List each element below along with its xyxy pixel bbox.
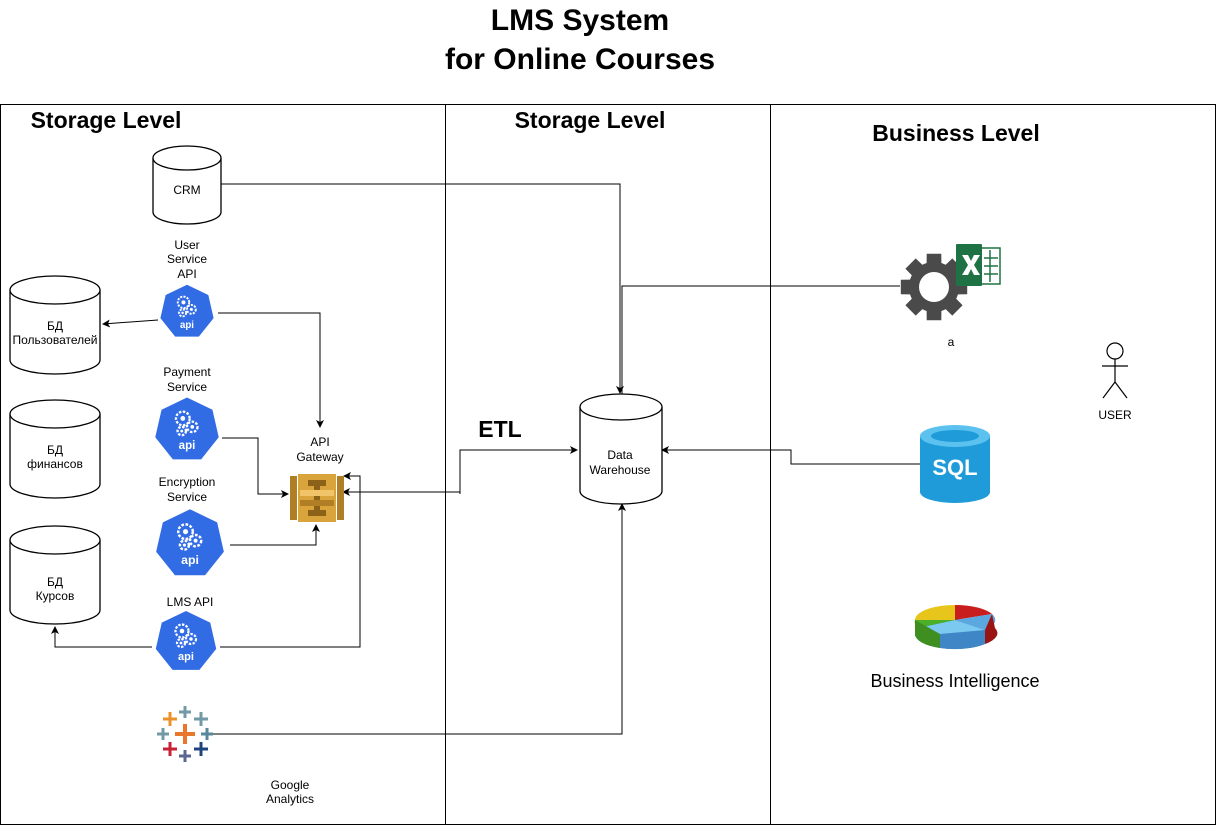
encryption-service-label-1: Encryption (159, 475, 216, 489)
lms-api-icon[interactable]: api (152, 608, 220, 673)
tableau-icon[interactable] (157, 706, 213, 762)
lane-title-storage-left: Storage Level (31, 107, 182, 133)
user-service-label-1: User (174, 238, 199, 252)
db-courses[interactable]: БД Курсов (9, 525, 101, 625)
lane-title-business: Business Level (872, 120, 1039, 146)
tableau-cross-bottom-right (194, 742, 208, 756)
api-badge-text: api (180, 320, 194, 331)
db-users-label-2: Пользователей (13, 333, 98, 347)
diagram-title-line1: LMS System (491, 4, 669, 37)
tableau-cross-top-left (163, 712, 177, 726)
edge-analytics-to-warehouse (210, 503, 626, 735)
payment-service-api-icon[interactable]: api (152, 394, 222, 463)
api-badge-text: api (181, 553, 199, 567)
swimlane-container (0, 104, 1216, 825)
data-warehouse-label-2: Warehouse (590, 463, 651, 477)
tableau-center-cross (175, 724, 195, 744)
excel-label: a (948, 335, 955, 349)
sql-icon-text: SQL (932, 455, 977, 480)
tableau-cross-top (179, 706, 191, 718)
lane-title-storage-middle: Storage Level (515, 107, 666, 133)
db-finance-label-2: финансов (27, 457, 83, 471)
encryption-service-api-icon[interactable]: api (152, 505, 228, 579)
data-warehouse-label-1: Data (607, 448, 633, 462)
etl-label: ETL (478, 416, 521, 442)
stick-figure-icon[interactable] (1102, 342, 1128, 399)
analytics-label-2: Analytics (266, 792, 314, 806)
user-service-label-2: Service (167, 252, 207, 266)
tableau-cross-right (201, 728, 213, 740)
edge-encryption-to-gateway (230, 524, 320, 546)
edge-etl-to-warehouse (459, 446, 578, 494)
encryption-service-label-2: Service (167, 490, 207, 504)
edge-crm-to-warehouse (220, 183, 624, 394)
api-gateway-label-1: API (310, 435, 329, 449)
diagram-title-line2: for Online Courses (445, 43, 715, 76)
pie-chart-icon[interactable] (914, 604, 998, 650)
aws-api-gateway-icon[interactable] (290, 474, 344, 522)
user-service-api-icon[interactable]: api (157, 282, 217, 339)
db-courses-label-2: Курсов (36, 589, 75, 603)
tableau-cross-top-right (194, 712, 208, 726)
crm-label: CRM (173, 183, 200, 197)
edges (51, 183, 920, 735)
db-finance[interactable]: БД финансов (9, 399, 101, 499)
analytics-label-1: Google (271, 778, 310, 792)
lms-api-label: LMS API (167, 595, 214, 609)
api-badge-text: api (179, 440, 196, 452)
data-warehouse[interactable]: Data Warehouse (579, 393, 663, 505)
edge-userservice-to-dbusers (102, 319, 159, 328)
edge-lmsapi-to-dbcourses (51, 626, 152, 648)
db-finance-label-1: БД (47, 443, 63, 457)
user-label: USER (1098, 408, 1132, 422)
bi-label: Business Intelligence (870, 671, 1039, 691)
sql-database-icon[interactable]: SQL (920, 425, 990, 503)
crm-database[interactable]: CRM (152, 145, 222, 225)
excel-gear-icon[interactable] (900, 244, 1001, 321)
db-users[interactable]: БД Пользователей (9, 275, 101, 375)
edge-userservice-to-gateway (218, 312, 324, 428)
edge-sql-to-warehouse (661, 446, 920, 465)
user-service-label-3: API (177, 267, 196, 281)
edge-lmsapi-to-gateway (220, 472, 361, 648)
api-gateway-label-2: Gateway (296, 450, 343, 464)
edge-excel-to-warehouse (618, 285, 900, 416)
tableau-cross-bottom-left (163, 742, 177, 756)
tableau-cross-left (157, 728, 169, 740)
payment-service-label-2: Service (167, 380, 207, 394)
edge-payment-to-gateway (222, 437, 289, 498)
payment-service-label-1: Payment (163, 365, 211, 379)
tableau-cross-bottom (179, 750, 191, 762)
db-courses-label-1: БД (47, 575, 63, 589)
db-users-label-1: БД (47, 319, 63, 333)
api-badge-text: api (178, 651, 194, 663)
